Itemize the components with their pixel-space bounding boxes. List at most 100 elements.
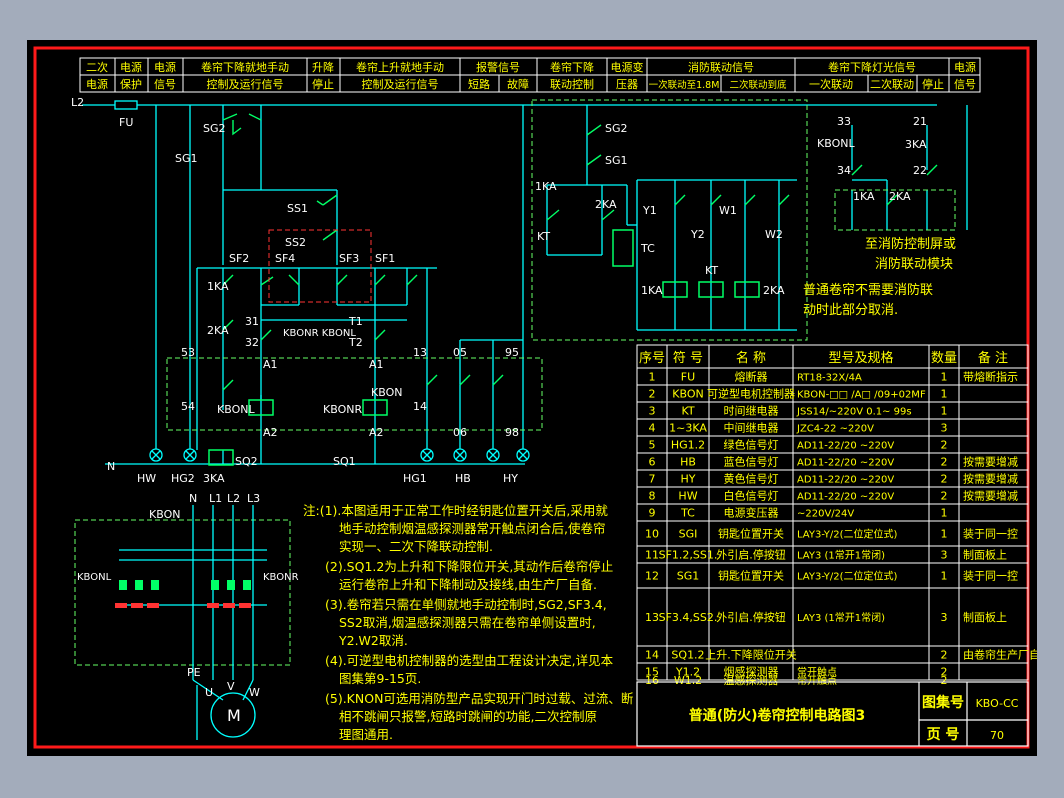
table-header-remark: 备 注 [978, 350, 1008, 366]
label-05: 05 [453, 346, 467, 359]
table-cell: SG1 [677, 570, 700, 583]
table-cell: LAY3-Y/2(二位定位式) [797, 570, 897, 583]
label-2ka: 2KA [207, 324, 229, 337]
table-cell: 外引启.停按钮 [716, 548, 786, 562]
table-cell: 中间继电器 [724, 422, 779, 435]
header-col-11: 卷帘下降灯光信号 [828, 60, 916, 74]
table-cell: HW [678, 490, 697, 503]
header-col-6-line1: 卷帘上升就地手动 [356, 60, 444, 74]
table-cell: 外引启.停按钮 [716, 610, 786, 624]
table-cell: AD11-22/20 ~220V [797, 441, 894, 452]
note-line: (5).KNON可选用消防型产品实现开门时过载、过流、断 [325, 691, 633, 706]
table-cell: 5 [649, 439, 656, 452]
coils [208, 229, 760, 466]
label-t2: T2 [348, 336, 363, 349]
circuit-labels: L2 FU N SG2 SG1 SS1 SS2 SF2 SF4 SF3 SF1 … [71, 96, 956, 725]
label-06: 06 [453, 426, 467, 439]
label-hb: HB [455, 472, 471, 485]
label-hw: HW [137, 472, 156, 485]
table-cell: 16 [645, 674, 659, 687]
label-to-fire-1: 至消防控制屏或 [865, 236, 956, 252]
label-normal-2: 动时此部分取消. [803, 303, 898, 318]
header-col-12-line1: 电源 [954, 60, 976, 74]
label-w1: W1 [719, 204, 737, 217]
label-1ka-fire: 1KA [535, 180, 557, 193]
label-kbonr-motor: KBONR [263, 572, 299, 583]
table-cell: KT [681, 405, 694, 418]
label-kbonr: KBONR [323, 403, 362, 416]
header-light-stop: 停止 [922, 77, 944, 91]
label-2ka-fire: 2KA [595, 198, 617, 211]
table-cell: KBON-□□ /A□ /09+02MF [797, 390, 926, 401]
table-cell: 15 [645, 666, 659, 679]
notes-block: 注:(1).本图适用于正常工作时经钥匙位置开关后,采用就 地手动控制烟温感探测器… [303, 503, 633, 742]
header-alarm-fault: 故障 [507, 77, 529, 91]
table-cell: 9 [649, 507, 656, 520]
label-sf4: SF4 [275, 252, 295, 265]
header-col-4-line1: 卷帘下降就地手动 [201, 60, 289, 74]
table-cell: 3 [649, 405, 656, 418]
table-cell: HB [680, 456, 696, 469]
dashed-group-boxes [74, 99, 956, 666]
table-cell: 制面板上 [963, 548, 1007, 562]
table-cell: 6 [649, 456, 656, 469]
table-cell: FU [681, 371, 695, 384]
table-cell: 2 [941, 674, 948, 687]
header-col-1-line2: 电源 [86, 77, 108, 91]
table-cell: 绿色信号灯 [724, 438, 779, 452]
table-cell: LAY3-Y/2(二位定位式) [797, 528, 897, 541]
label-motor-m: M [227, 706, 241, 725]
table-cell: 常开触点 [797, 666, 837, 679]
table-cell: 2 [941, 666, 948, 679]
label-n: N [107, 460, 115, 473]
header-text: 二次 电源 电源 保护 电源 信号 卷帘下降就地手动 控制及运行信号 升降 停止… [86, 60, 976, 91]
table-cell: SF3.4,SS2. [659, 611, 718, 624]
table-cell: SF1.2,SS1. [659, 549, 718, 562]
motor-fuses [115, 603, 251, 608]
table-cell: 11 [645, 549, 659, 562]
header-col-7-line1: 报警信号 [476, 60, 520, 74]
label-3ka-right: 3KA [905, 138, 927, 151]
header-col-8-line2: 联动控制 [550, 77, 594, 91]
table-cell: 2 [941, 439, 948, 452]
label-normal-1: 普通卷帘不需要消防联 [803, 282, 933, 298]
header-col-3-line2: 信号 [154, 78, 176, 91]
table-cell: 14 [645, 649, 659, 662]
header-col-1-line1: 二次 [86, 60, 108, 74]
table-cell: TC [680, 507, 695, 520]
page-number-label: 页 号 [927, 727, 960, 743]
table-cell: 2 [941, 490, 948, 503]
table-cell: 按需要增减 [963, 489, 1018, 503]
table-cell: 7 [649, 473, 656, 486]
header-light-first: 一次联动 [809, 77, 853, 91]
table-cell: 烟感探测器 [724, 665, 779, 679]
table-cell: AD11-22/20 ~220V [797, 475, 894, 486]
table-cell: SGI [679, 528, 698, 541]
label-hg2: HG2 [171, 472, 195, 485]
table-cell: 1 [941, 388, 948, 401]
indicator-lamps [149, 448, 530, 462]
label-31: 31 [245, 315, 259, 328]
drawing-sheet: 二次 电源 电源 保护 电源 信号 卷帘下降就地手动 控制及运行信号 升降 停止… [27, 40, 1051, 756]
table-header-model: 型号及规格 [828, 350, 893, 366]
label-a2-left: A2 [263, 426, 278, 439]
header-col-4-line2: 控制及运行信号 [207, 77, 284, 91]
table-cell: 由卷帘生产厂自备 [963, 648, 1037, 662]
table-cell: 3 [941, 422, 948, 435]
table-cell: HY [681, 473, 696, 486]
table-cell: 熔断器 [735, 370, 768, 384]
circuit-diagram: 二次 电源 电源 保护 电源 信号 卷帘下降就地手动 控制及运行信号 升降 停止… [33, 46, 1051, 749]
label-33: 33 [837, 115, 851, 128]
label-y1: Y1 [642, 204, 657, 217]
table-cell: 3 [941, 611, 948, 624]
header-col-2-line1: 电源 [120, 60, 142, 74]
table-cell: AD11-22/20 ~220V [797, 458, 894, 469]
label-2ka-coil: 2KA [763, 284, 785, 297]
table-cell: 1 [941, 528, 948, 541]
table-cell: 常开触点 [797, 674, 837, 687]
label-sg2: SG2 [203, 122, 226, 135]
label-kt-coil: KT [705, 264, 718, 277]
kt-coil [698, 281, 724, 298]
label-a2-right: A2 [369, 426, 384, 439]
table-cell: 2 [941, 473, 948, 486]
